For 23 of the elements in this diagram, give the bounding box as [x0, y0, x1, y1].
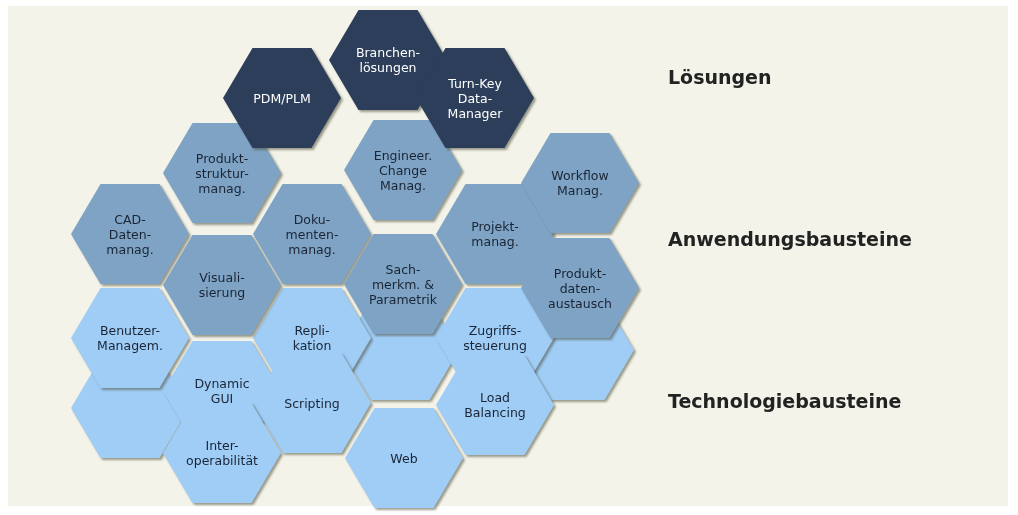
hexagon-label: Visuali- sierung: [197, 270, 247, 300]
hexagon-label: CAD- Daten- manag.: [105, 211, 155, 257]
hexagon-label: Produkt- struktur- manag.: [194, 150, 250, 196]
hexagon-label: Inter- operabilität: [186, 438, 258, 468]
hexagon-label: Engineer. Change Manag.: [373, 147, 433, 193]
hexagon-label: Zugriffs- steuerung: [463, 323, 527, 353]
hexagon-label: Benutzer- Managem.: [97, 323, 163, 353]
hexagon-label: Doku- menten- manag.: [284, 211, 340, 257]
hexagon-label: Load Balancing: [464, 390, 526, 420]
hexagon-label: Turn-Key Data- Manager: [446, 75, 504, 121]
tier-label: Anwendungsbausteine: [668, 228, 912, 250]
hexagon-label: Repli- kation: [291, 323, 333, 353]
hexagon-label: Sach- merkm. & Parametrik: [368, 261, 438, 307]
hexagon-label: Workflow Manag.: [550, 168, 610, 198]
hexagon-label: Produkt- daten- austausch: [548, 265, 612, 311]
hexagon-label: Projekt- manag.: [470, 219, 520, 249]
hexagon-label: PDM/PLM: [253, 90, 311, 106]
hexagon-label: Scripting: [284, 395, 340, 411]
hexagon-label: Dynamic GUI: [193, 376, 251, 406]
tier-label: Technologiebausteine: [668, 390, 902, 412]
tier-label: Lösungen: [668, 66, 772, 88]
hexagon-label: Web: [390, 450, 418, 466]
hexagon-label: Branchen- lösungen: [355, 45, 421, 75]
